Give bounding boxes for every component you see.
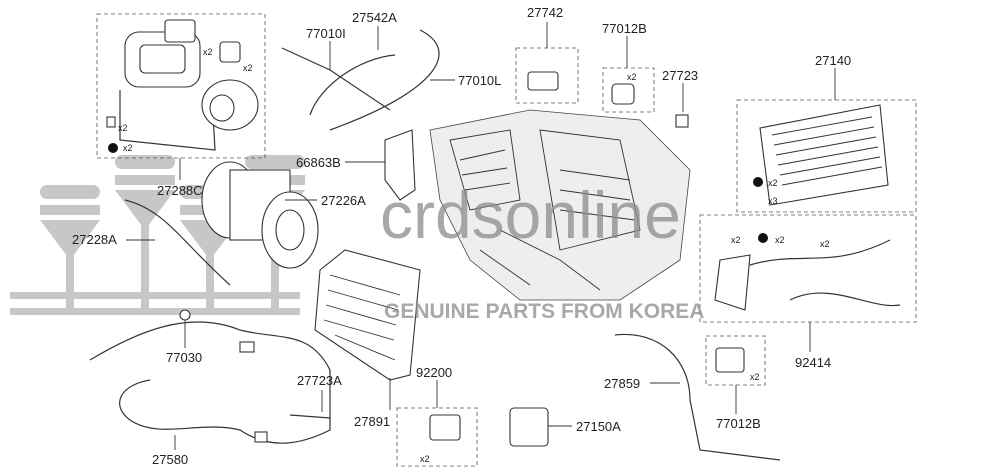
group-box-77012b-top [602, 67, 655, 113]
hvac-unit-assembly [429, 109, 691, 301]
module-27150a [509, 407, 549, 447]
resistor-92200 [429, 414, 461, 441]
duct-27228a [124, 199, 231, 286]
part-label-27580[interactable]: 27580 [152, 452, 188, 467]
quantity-x2: x2 [750, 372, 760, 382]
group-box-92414 [699, 214, 917, 323]
part-label-77030[interactable]: 77030 [166, 350, 202, 365]
part-label-27228a[interactable]: 27228A [72, 232, 117, 247]
part-label-27859[interactable]: 27859 [604, 376, 640, 391]
quantity-x2: x2 [203, 47, 213, 57]
part-label-77012b-top[interactable]: 77012B [602, 21, 647, 36]
part-label-92414[interactable]: 92414 [795, 355, 831, 370]
quantity-x2: x2 [627, 72, 637, 82]
watermark-brand: crdsonline [380, 178, 681, 252]
quantity-x2: x2 [731, 235, 741, 245]
part-label-27140[interactable]: 27140 [815, 53, 851, 68]
quantity-x2: x2 [123, 143, 133, 153]
connector [254, 431, 268, 443]
part-label-27288c[interactable]: 27288C [157, 183, 203, 198]
pipe-92414 [714, 233, 901, 311]
part-label-27723a[interactable]: 27723A [297, 373, 342, 388]
cabin-filter-27891 [314, 249, 421, 381]
leader-lines [126, 22, 836, 450]
part-label-27742[interactable]: 27742 [527, 5, 563, 20]
watermark-tagline: GENUINE PARTS FROM KOREA [384, 300, 704, 323]
quantity-x2: x2 [768, 178, 778, 188]
cable-77010i [281, 47, 391, 111]
part-label-27723[interactable]: 27723 [662, 68, 698, 83]
blower-motor-27226a [201, 161, 319, 269]
part-label-77010l[interactable]: 77010L [458, 73, 501, 88]
heater-core-27140 [753, 104, 889, 206]
filter-housing-part [106, 19, 259, 153]
cable-27542a [309, 54, 396, 116]
quantity-x2: x2 [420, 454, 430, 464]
group-box-27140 [736, 99, 917, 213]
connector [239, 341, 255, 353]
screw-77030 [179, 309, 191, 321]
group-box-77012b-bottom [705, 335, 766, 386]
quantity-x3: x3 [768, 196, 778, 206]
quantity-x2: x2 [820, 239, 830, 249]
actuator-77012b [611, 83, 635, 105]
part-label-92200[interactable]: 92200 [416, 365, 452, 380]
actuator-27742 [527, 71, 559, 91]
bracket-66863b [384, 129, 416, 201]
group-box-filter-kit [96, 13, 266, 159]
part-label-66863b[interactable]: 66863B [296, 155, 341, 170]
sensor-27723 [675, 114, 689, 128]
group-box-92200 [396, 407, 478, 467]
part-label-27542a[interactable]: 27542A [352, 10, 397, 25]
cable-77010l [329, 29, 440, 131]
part-label-77012b-bottom[interactable]: 77012B [716, 416, 761, 431]
part-label-27150a[interactable]: 27150A [576, 419, 621, 434]
quantity-x2: x2 [775, 235, 785, 245]
hose-27859 [614, 333, 781, 461]
actuator-77012b-bottom [715, 347, 745, 373]
sensor-27723a [289, 414, 331, 419]
part-label-77010i[interactable]: 77010I [306, 26, 346, 41]
part-label-27226a[interactable]: 27226A [321, 193, 366, 208]
part-label-27891[interactable]: 27891 [354, 414, 390, 429]
quantity-x2: x2 [118, 123, 128, 133]
wiring-harness-27580 [89, 321, 331, 444]
quantity-x2: x2 [243, 63, 253, 73]
